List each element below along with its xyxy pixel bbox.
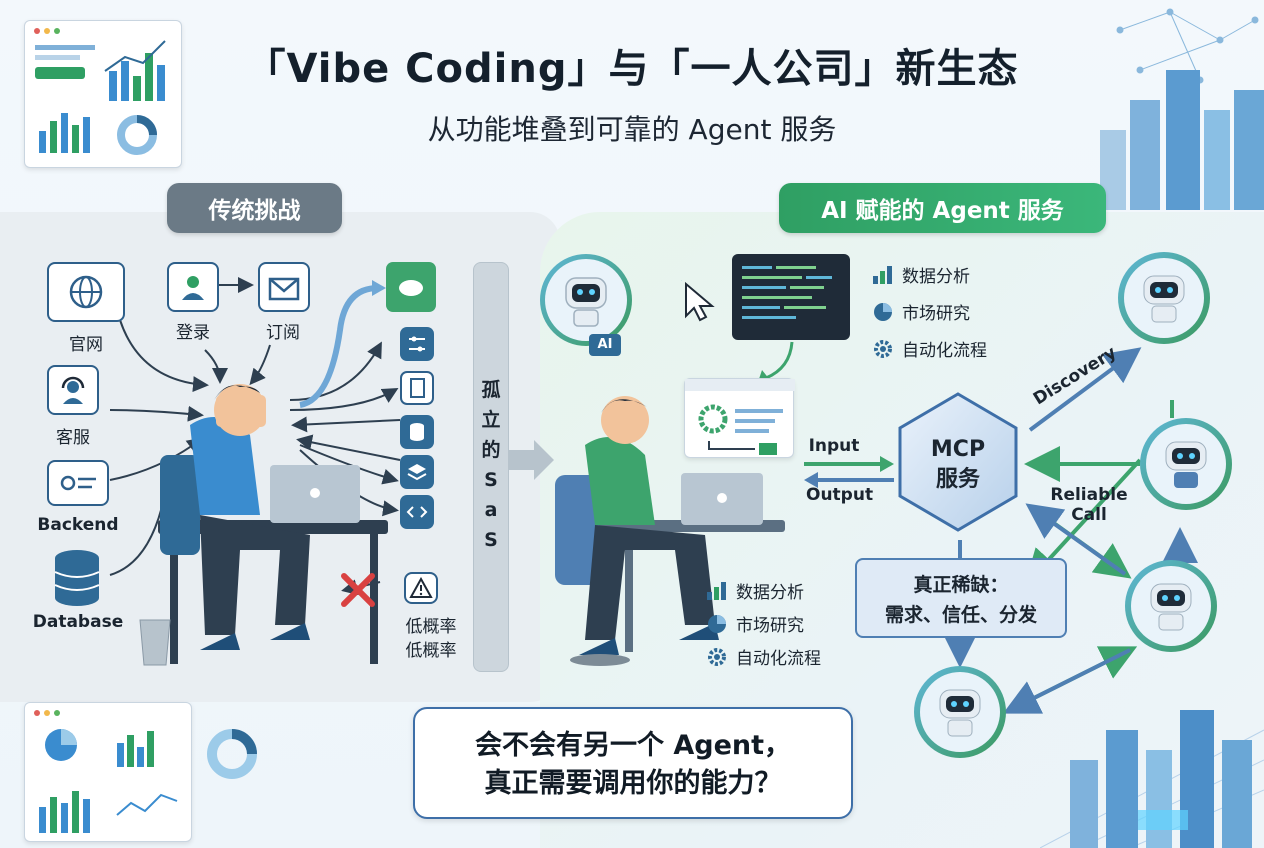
database-label: Database xyxy=(32,612,124,632)
dashboard-chart-icon xyxy=(34,28,166,155)
subscribe-label: 订阅 xyxy=(266,323,300,343)
robot-icon xyxy=(1150,583,1192,631)
database-small-icon xyxy=(410,423,424,441)
bar-chart-icon xyxy=(707,581,726,600)
low-probability-label-1: 低概率 xyxy=(405,617,457,637)
scarcity-callout: 真正稀缺： 需求、信任、分发 xyxy=(855,558,1067,638)
isometric-city-icon xyxy=(1040,710,1264,848)
code-lines-icon xyxy=(742,266,832,319)
server-window-icon xyxy=(60,475,96,491)
support-box xyxy=(47,365,99,415)
city-skyline-icon xyxy=(1100,8,1264,210)
mcp-service-hexagon xyxy=(898,392,1018,532)
sliders-icon xyxy=(409,336,425,352)
file-link-box xyxy=(400,371,434,405)
user-icon xyxy=(182,276,204,300)
pie-chart-icon xyxy=(708,614,726,633)
agent-robot-lower xyxy=(1125,560,1217,652)
output-label: Output xyxy=(806,485,874,505)
agent-robot-middle xyxy=(1140,418,1232,510)
stressed-developer-illustration xyxy=(139,384,388,666)
feature-market-research-2: 市场研究 xyxy=(736,616,804,636)
feature-automation-2: 自动化流程 xyxy=(736,649,821,669)
code-icon xyxy=(406,506,428,518)
cursor-icon xyxy=(680,280,715,322)
login-box xyxy=(167,262,219,312)
support-label: 客服 xyxy=(56,428,90,448)
io-arrows xyxy=(804,456,894,488)
subscribe-box xyxy=(258,262,310,312)
feature-data-analysis: 数据分析 xyxy=(902,267,970,287)
robot-icon xyxy=(565,277,607,327)
feature-list-top: 数据分析 市场研究 自动化流程 xyxy=(872,262,987,361)
warning-icon xyxy=(409,577,433,598)
key-question-callout: 会不会有另一个 Agent， 真正需要调用你的能力？ xyxy=(413,707,853,819)
backend-label: Backend xyxy=(37,515,119,535)
gear-icon xyxy=(874,339,892,358)
happy-developer-illustration xyxy=(555,396,785,666)
dashboard-widget-top xyxy=(24,20,182,168)
robot-icon xyxy=(1165,441,1207,488)
app-settings-window xyxy=(684,378,795,458)
layers-icon xyxy=(407,464,427,481)
settings-window-icon xyxy=(685,379,795,455)
agent-network-arrows xyxy=(942,347,1198,714)
globe-icon xyxy=(69,275,103,309)
cloud-icon xyxy=(399,280,423,296)
isolated-saas-bar xyxy=(473,262,509,672)
robot-icon xyxy=(939,689,981,737)
mcp-service-label: MCP 服务 xyxy=(930,437,986,492)
reliable-call-label: Reliable Call xyxy=(1050,485,1128,525)
warning-box xyxy=(404,572,438,604)
settings-sliders-box xyxy=(400,327,434,361)
robot-icon xyxy=(1143,275,1185,323)
traditional-challenges-heading: 传统挑战 xyxy=(167,183,342,233)
agent-robot-bottom xyxy=(914,666,1006,758)
code-box xyxy=(400,495,434,529)
input-label: Input xyxy=(808,436,860,456)
agent-robot-top xyxy=(1118,252,1210,344)
file-icon xyxy=(410,378,425,398)
failure-cross-icon xyxy=(341,573,375,607)
database-icon xyxy=(54,550,100,606)
database-small-box xyxy=(400,415,434,449)
website-label: 官网 xyxy=(69,335,103,355)
dashboard-widget-bottom xyxy=(24,702,192,842)
donut-chart-icon xyxy=(207,729,257,779)
isolated-saas-label: 孤 立 的 S a S xyxy=(481,379,501,551)
ai-agent-service-heading: AI 赋能的 Agent 服务 xyxy=(779,183,1106,233)
bar-chart-icon xyxy=(873,265,892,284)
headset-icon xyxy=(61,376,85,404)
website-box xyxy=(47,262,125,322)
pie-chart-icon xyxy=(874,302,892,321)
backend-box xyxy=(47,460,109,506)
feature-automation: 自动化流程 xyxy=(902,341,987,361)
transition-arrow-icon xyxy=(508,440,554,480)
page-title: 「Vibe Coding」与「一人公司」新生态 xyxy=(245,46,1019,92)
code-editor-window xyxy=(732,254,850,340)
analytics-chart-icon xyxy=(34,710,178,833)
page-subtitle: 从功能堆叠到可靠的 Agent 服务 xyxy=(427,113,837,146)
layers-box xyxy=(400,455,434,489)
gear-icon xyxy=(708,647,726,666)
ai-robot-avatar xyxy=(540,254,632,346)
ai-badge: AI xyxy=(589,334,621,356)
feature-data-analysis-2: 数据分析 xyxy=(736,583,804,603)
feature-list-bottom: 数据分析 市场研究 自动化流程 xyxy=(706,578,821,669)
login-label: 登录 xyxy=(176,323,210,343)
low-probability-label-2: 低概率 xyxy=(405,641,457,661)
cloud-stack-box xyxy=(386,262,436,312)
envelope-icon xyxy=(268,277,300,301)
feature-market-research: 市场研究 xyxy=(902,304,970,324)
